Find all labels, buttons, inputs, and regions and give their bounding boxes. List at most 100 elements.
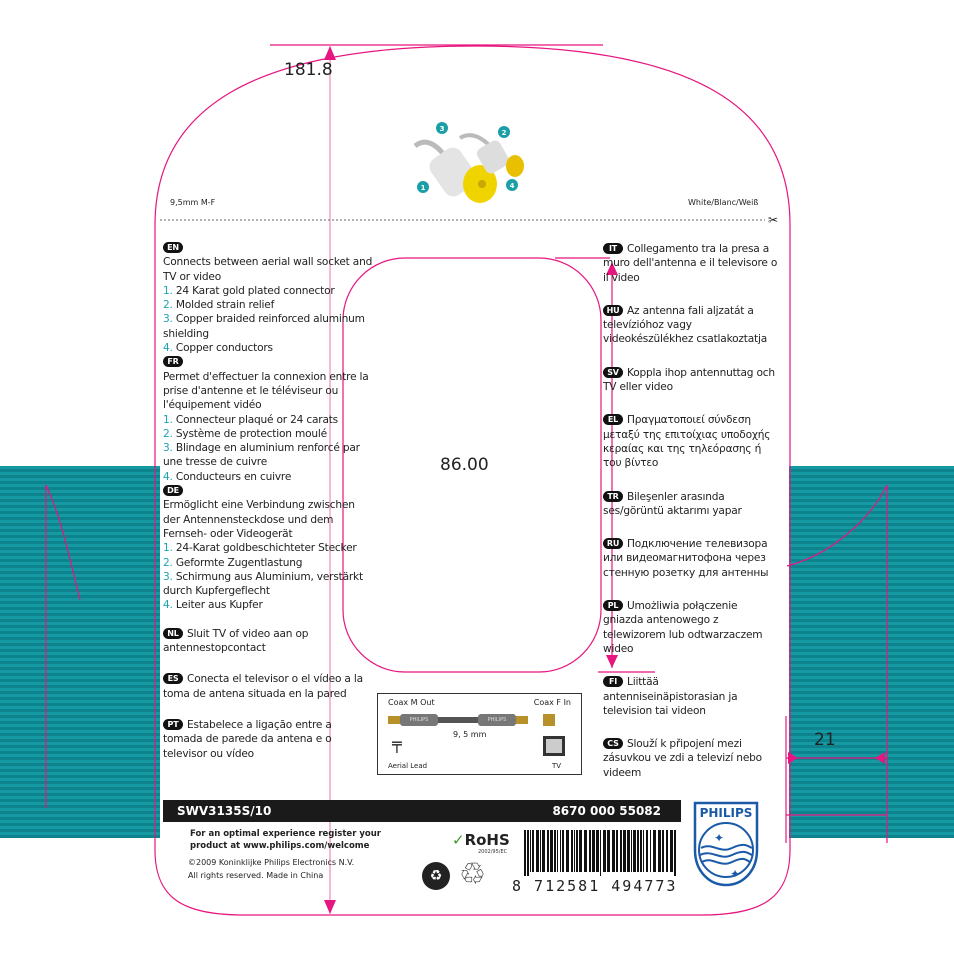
barcode [524, 830, 676, 876]
coax-f-in-label: Coax F In [533, 698, 571, 707]
barcode-bar [666, 830, 668, 872]
barcode-bar [557, 830, 558, 872]
rohs-logo: ✓RoHS [452, 831, 510, 849]
cable-icon: PHILIPS PHILIPS [388, 714, 528, 726]
dimension-width: 86.00 [440, 455, 489, 475]
barcode-bar [662, 830, 664, 872]
article-code: 8670 000 55082 [552, 804, 661, 818]
aerial-lead-label: Aerial Lead [388, 762, 428, 770]
coax-m-out-label: Coax M Out [388, 698, 435, 707]
barcode-bar [532, 830, 534, 872]
barcode-bar [620, 830, 622, 872]
barcode-bar [674, 830, 676, 876]
barcode-bar [560, 830, 561, 872]
barcode-bar [616, 830, 618, 872]
dimension-height: 181.8 [284, 60, 333, 80]
recycle-icon: ♲ [459, 857, 486, 892]
svg-text:PHILIPS: PHILIPS [700, 806, 753, 820]
svg-text:✦: ✦ [714, 831, 724, 845]
product-image: 3 2 1 4 [413, 122, 524, 203]
rohs-directive: 2002/95/EC [478, 849, 508, 855]
right-flap-panel [789, 466, 954, 838]
female-connector-icon [543, 714, 555, 726]
barcode-bar [653, 830, 656, 872]
callout-1: 1 [421, 184, 426, 192]
barcode-bar [574, 830, 575, 872]
tv-icon [543, 736, 565, 756]
barcode-bar [579, 830, 582, 872]
connection-diagram: Coax M Out Coax F In PHILIPS PHILIPS 9, … [377, 693, 582, 775]
barcode-bar [631, 830, 632, 872]
barcode-bar [547, 830, 549, 872]
barcode-bar [637, 830, 639, 872]
barcode-bar [554, 830, 556, 872]
barcode-number: 8 712581 494773 [512, 877, 678, 895]
barcode-bar [589, 830, 591, 872]
barcode-bar [562, 830, 564, 872]
barcode-bar [603, 830, 606, 872]
barcode-bar [540, 830, 541, 872]
philips-logo: PHILIPS ✦ ✦ [693, 801, 759, 887]
barcode-bar [536, 830, 539, 872]
barcode-bar [524, 830, 526, 876]
barcode-bar [623, 830, 626, 872]
cable-diameter-label: 9, 5 mm [453, 730, 487, 739]
left-flap-panel [0, 466, 160, 838]
cable-spec-label: 9,5mm M-F [170, 198, 216, 207]
scissors-icon: ✂ [768, 213, 778, 227]
barcode-bar [612, 830, 615, 872]
barcode-bar [633, 830, 636, 872]
copyright-block: ©2009 Koninklijke Philips Electronics N.… [188, 858, 355, 880]
color-label: White/Blanc/Weiß [688, 198, 759, 207]
register-text: For an optimal experience register your … [190, 829, 381, 851]
dimension-flap: 21 [814, 730, 836, 750]
barcode-bar [571, 830, 573, 872]
barcode-bar [670, 830, 673, 872]
svg-text:✦: ✦ [730, 867, 740, 881]
window-cutline [342, 257, 602, 673]
barcode-bar [584, 830, 587, 872]
barcode-bar [596, 830, 599, 872]
barcode-bar [650, 830, 651, 872]
callout-3: 3 [440, 125, 445, 133]
tv-label: TV [552, 762, 562, 770]
model-number: SWV3135S/10 [177, 804, 272, 818]
barcode-bar [576, 830, 578, 872]
outline-cutline [154, 45, 791, 916]
barcode-bar [646, 830, 648, 872]
barcode-bar [527, 830, 529, 876]
barcode-bar [607, 830, 610, 872]
green-dot-icon: ♻ [422, 862, 450, 890]
barcode-bar [600, 830, 601, 876]
barcode-bar [542, 830, 545, 872]
antenna-icon: ╤ [392, 734, 402, 753]
barcode-bar [530, 830, 531, 872]
barcode-bar [640, 830, 642, 872]
barcode-bar [643, 830, 644, 872]
barcode-bar [550, 830, 553, 872]
callout-4: 4 [510, 182, 515, 190]
barcode-bar [566, 830, 569, 872]
barcode-bar [592, 830, 595, 872]
callout-2: 2 [502, 129, 507, 137]
product-code-bar: SWV3135S/10 8670 000 55082 [163, 800, 681, 822]
barcode-bar [627, 830, 630, 872]
